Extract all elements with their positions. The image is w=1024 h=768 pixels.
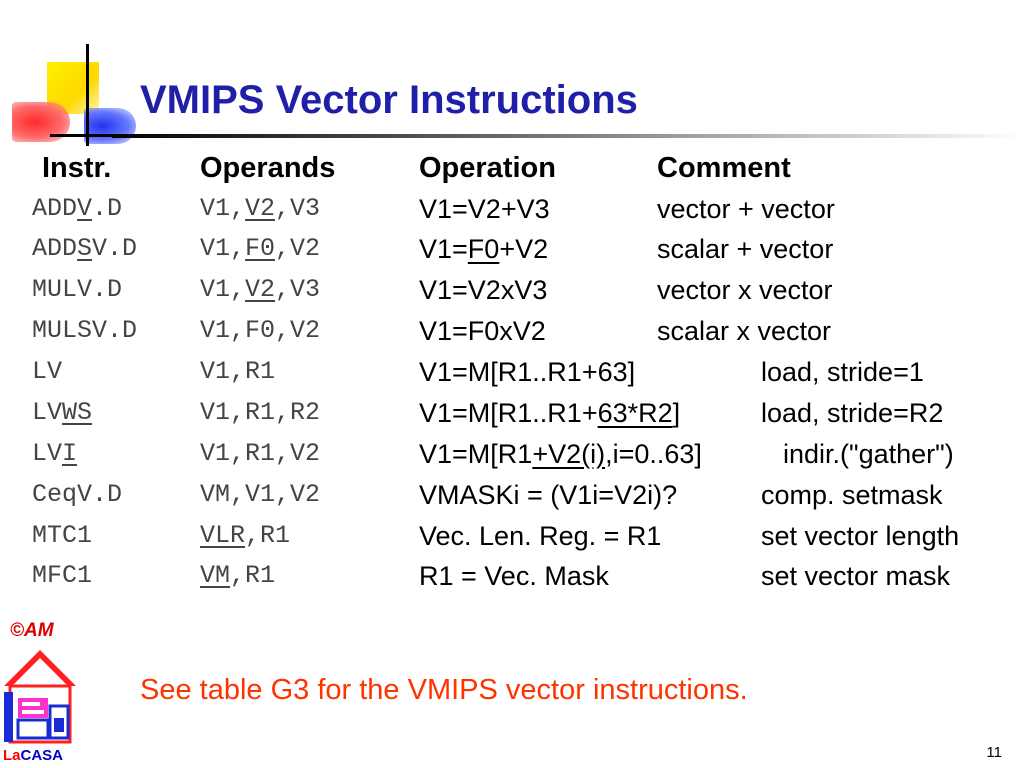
header-decoration — [0, 0, 140, 150]
blue-blob-shape — [84, 108, 136, 144]
table-row: MULV.D V1,V2,V3 V1=V2xV3 vector x vector — [0, 270, 1024, 310]
instr-cell: ADDSV.D — [32, 234, 138, 263]
instr-cell: LV — [32, 357, 63, 386]
horizontal-rule-short — [50, 134, 138, 137]
page-number: 11 — [986, 744, 1002, 761]
instr-cell: MTC1 — [32, 521, 93, 550]
comment-cell: scalar x vector — [657, 316, 832, 346]
operands-cell: V1,V2,V3 — [200, 194, 321, 223]
instr-cell: LVI — [32, 439, 78, 468]
table-row: MULSV.D V1,F0,V2 V1=F0xV2 scalar x vecto… — [0, 311, 1024, 351]
operation-cell: V1=V2xV3 — [419, 275, 548, 305]
comment-cell: load, stride=1 — [761, 357, 924, 387]
operands-cell: V1,F0,V2 — [200, 234, 321, 263]
table-row: ADDV.D V1,V2,V3 V1=V2+V3 vector + vector — [0, 189, 1024, 229]
table-row: ADDSV.D V1,F0,V2 V1=F0+V2 scalar + vecto… — [0, 229, 1024, 269]
comment-cell: load, stride=R2 — [761, 398, 944, 428]
operation-cell: VMASKi = (V1i=V2i)? — [419, 480, 678, 510]
operands-cell: VLR,R1 — [200, 521, 291, 550]
lacasa-logo-text: LaCASA — [3, 747, 64, 764]
instr-cell: MULSV.D — [32, 316, 138, 345]
operands-cell: V1,V2,V3 — [200, 275, 321, 304]
operation-cell: R1 = Vec. Mask — [419, 561, 609, 591]
operation-cell: V1=M[R1..R1+63] — [419, 357, 636, 387]
vertical-rule — [86, 44, 89, 146]
operation-cell: V1=F0xV2 — [419, 316, 546, 346]
footnote-text: See table G3 for the VMIPS vector instru… — [140, 674, 748, 706]
operation-cell: V1=F0+V2 — [419, 234, 549, 264]
instr-cell: CeqV.D — [32, 480, 123, 509]
table-row: MTC1 VLR,R1 Vec. Len. Reg. = R1 set vect… — [0, 516, 1024, 556]
comment-cell: indir.("gather") — [783, 439, 954, 469]
title-underline-rule — [112, 134, 1024, 138]
header-operands: Operands — [200, 152, 336, 184]
table-row: CeqV.D VM,V1,V2 VMASKi = (V1i=V2i)? comp… — [0, 475, 1024, 515]
comment-cell: comp. setmask — [761, 480, 943, 510]
operation-cell: V1=M[R1+V2(i),i=0..63] — [419, 439, 702, 469]
copyright-mark: ©AM — [10, 620, 54, 641]
instr-cell: MULV.D — [32, 275, 123, 304]
operands-cell: VM,R1 — [200, 561, 276, 590]
operation-cell: V1=V2+V3 — [419, 194, 550, 224]
instr-cell: ADDV.D — [32, 194, 123, 223]
comment-cell: vector x vector — [657, 275, 833, 305]
header-comment: Comment — [657, 152, 791, 184]
lacasa-house-logo-icon — [4, 650, 76, 744]
operands-cell: V1,R1,R2 — [200, 398, 321, 427]
operands-cell: V1,R1 — [200, 357, 276, 386]
comment-cell: scalar + vector — [657, 234, 834, 264]
header-operation: Operation — [419, 152, 556, 184]
instr-cell: LVWS — [32, 398, 93, 427]
comment-cell: set vector mask — [761, 561, 951, 591]
header-instr: Instr. — [42, 152, 112, 184]
comment-cell: set vector length — [761, 521, 960, 551]
comment-cell: vector + vector — [657, 194, 835, 224]
instr-cell: MFC1 — [32, 561, 93, 590]
operation-cell: V1=M[R1..R1+63*R2] — [419, 398, 681, 428]
operands-cell: V1,R1,V2 — [200, 439, 321, 468]
table-row: LVWS V1,R1,R2 V1=M[R1..R1+63*R2] load, s… — [0, 393, 1024, 433]
table-row: MFC1 VM,R1 R1 = Vec. Mask set vector mas… — [0, 556, 1024, 596]
operands-cell: V1,F0,V2 — [200, 316, 321, 345]
table-row: LV V1,R1 V1=M[R1..R1+63] load, stride=1 — [0, 352, 1024, 392]
table-row: LVI V1,R1,V2 V1=M[R1+V2(i),i=0..63] indi… — [0, 434, 1024, 474]
operands-cell: VM,V1,V2 — [200, 480, 321, 509]
operation-cell: Vec. Len. Reg. = R1 — [419, 521, 662, 551]
slide-title: VMIPS Vector Instructions — [140, 78, 638, 122]
